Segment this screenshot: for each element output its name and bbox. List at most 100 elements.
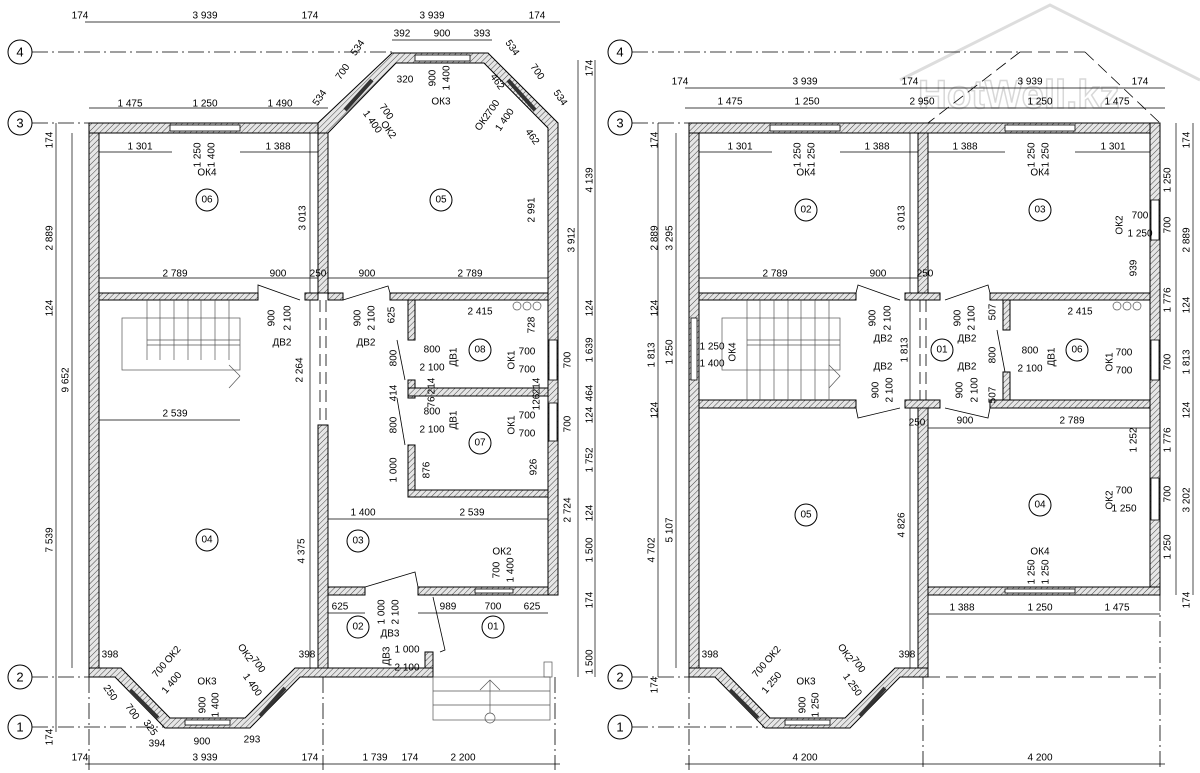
- dimension-label: ДВ3: [382, 646, 393, 665]
- dimension-label: 2 539: [459, 508, 484, 519]
- dimension-label: 293: [244, 735, 261, 746]
- dimension-label: 320: [397, 75, 414, 86]
- dimension-label: 398: [102, 650, 119, 661]
- dimension-label: 700: [1116, 348, 1133, 359]
- dimension-label: 1 400: [699, 359, 724, 370]
- dimension-label: 625: [387, 306, 398, 323]
- interior-wall: [904, 292, 941, 301]
- dimension-label: 3 912: [567, 227, 578, 252]
- dimension-label: 174: [302, 11, 319, 22]
- dimension-label: 174: [585, 59, 596, 76]
- dimension-label: ОК1: [1105, 352, 1116, 372]
- axis-label: 3: [616, 116, 623, 131]
- dimension-label: 174: [650, 676, 661, 693]
- dimension-label: 1 388: [265, 142, 290, 153]
- dimension-label: 700: [519, 411, 536, 422]
- dimension-label: 900: [267, 309, 278, 326]
- dimension-label: 2 100: [967, 305, 978, 330]
- dimension-label: 700: [485, 602, 502, 613]
- dimension-label: ОК3: [197, 677, 217, 688]
- dimension-label: 1 000: [389, 457, 400, 482]
- dimension-label: ДВ2: [957, 334, 976, 345]
- dimension-label: 398: [299, 650, 316, 661]
- dimension-label: 174: [45, 728, 56, 745]
- dimension-label: 1 500: [585, 649, 596, 674]
- dimension-label: 1 400: [442, 65, 453, 90]
- dimension-label: ОК3: [796, 677, 816, 688]
- room-number-marker: 06: [195, 188, 219, 212]
- dimension-label: ОК2: [163, 644, 184, 666]
- dimension-label: 900: [871, 381, 882, 398]
- dimension-label: 4 826: [897, 512, 908, 537]
- dimension-label: 700: [519, 347, 536, 358]
- dimension-label: 4 200: [792, 753, 817, 764]
- right-floor-plan: [688, 122, 1161, 729]
- dimension-label: 2 950: [909, 97, 934, 108]
- room-number: 08: [474, 345, 486, 356]
- dimension-label: ДВ2: [873, 334, 892, 345]
- dimension-label: 398: [899, 650, 916, 661]
- dimension-label: 1 752: [585, 447, 596, 472]
- dimension-label: 900: [359, 269, 376, 280]
- staircase: [721, 300, 841, 400]
- dimension-label: ДВ1: [449, 347, 460, 366]
- exterior-wall: [688, 122, 700, 678]
- dimension-label: 507: [988, 386, 999, 403]
- window: [769, 124, 841, 132]
- dimension-label: ОК3: [431, 97, 451, 108]
- dimension-label: 414: [389, 384, 400, 401]
- dimension-label: ДВ2: [957, 362, 976, 373]
- axis-bubble: [607, 664, 633, 690]
- dimension-label: 900: [953, 309, 964, 326]
- dimension-label: 124: [585, 299, 596, 316]
- dimension-label: 1 475: [717, 97, 742, 108]
- window: [1150, 477, 1160, 521]
- dimension-label: 1 301: [127, 142, 152, 153]
- interior-wall: [917, 407, 929, 669]
- dimension-label: 174: [672, 77, 689, 88]
- dimension-label: ДВ2: [272, 338, 291, 349]
- room-number-marker: 08: [468, 338, 492, 362]
- room-circle: [468, 431, 492, 455]
- dimension-label: 1 250: [1041, 559, 1052, 584]
- dimension-label: 700: [563, 351, 574, 368]
- window: [548, 339, 558, 381]
- dimension-label: 462: [523, 127, 542, 147]
- dimension-label: 1 250: [794, 97, 819, 108]
- room-circle: [346, 615, 370, 639]
- interior-wall: [1002, 371, 1011, 401]
- dimension-label: 2 889: [650, 225, 661, 250]
- dimension-label: 1 490: [267, 99, 292, 110]
- room-circle: [930, 338, 954, 362]
- interior-wall: [424, 651, 434, 669]
- dimension-label: 1 400: [240, 672, 264, 699]
- dimension-label: 2 789: [1059, 416, 1084, 427]
- dimension-label: 900: [798, 696, 809, 713]
- dimension-label: 1 250: [1163, 534, 1174, 559]
- room-number: 04: [201, 535, 213, 546]
- dimension-label: 5 107: [665, 517, 676, 542]
- dimension-label: 464: [585, 384, 596, 401]
- dimension-label: 1 250: [699, 342, 724, 353]
- dimension-label: 534: [551, 88, 570, 108]
- window: [784, 719, 831, 726]
- dimension-label: 124: [1182, 401, 1193, 418]
- axis-label: 4: [16, 45, 23, 60]
- dimension-label: 1 250: [1111, 504, 1136, 515]
- dimension-label: 1 250: [840, 672, 864, 699]
- dimension-label: 800: [424, 345, 441, 356]
- dimension-label: 1 475: [1104, 603, 1129, 614]
- dimension-label: ОК2: [763, 644, 784, 666]
- axis-bubble: [607, 39, 633, 65]
- dimension-label: 1 776: [1163, 287, 1174, 312]
- interior-wall: [327, 586, 366, 596]
- axis-label: 2: [16, 670, 23, 685]
- axis-bubble: [7, 110, 33, 136]
- axis-label: 1: [16, 720, 23, 735]
- dimension-label: 4 375: [297, 538, 308, 563]
- dimension-label: 3 939: [792, 77, 817, 88]
- dimension-label: 2 415: [467, 307, 492, 318]
- dimension-label: 174: [72, 753, 89, 764]
- porch-steps: [432, 661, 553, 724]
